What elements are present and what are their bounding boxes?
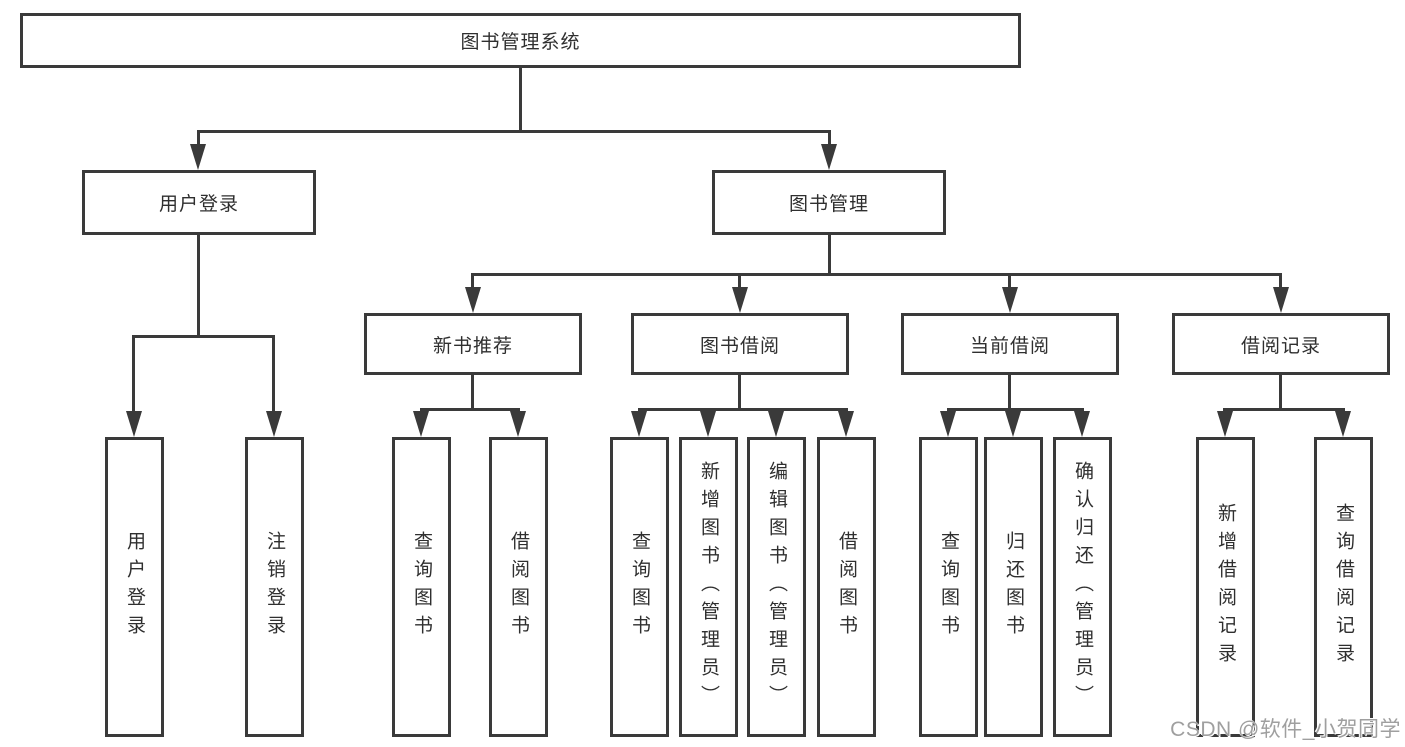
leaf-borrow-book-1-label: 借阅图书	[508, 531, 529, 643]
leaf-add-book-admin-label: 新增图书（管理员）	[698, 461, 719, 713]
arrow-down-icon	[768, 411, 784, 437]
arrow-down-icon	[413, 411, 429, 437]
node-book-management: 图书管理	[712, 170, 946, 235]
connector-drop-new-book-recommend	[471, 273, 474, 289]
leaf-query-book-1: 查询图书	[392, 437, 451, 737]
connector-book-management-stem	[828, 235, 831, 273]
leaf-user-login-label: 用户登录	[124, 531, 145, 643]
leaf-user-login: 用户登录	[105, 437, 164, 737]
leaf-query-book-3: 查询图书	[919, 437, 978, 737]
connector-current-borrow-stem	[1008, 375, 1011, 408]
node-root-label: 图书管理系统	[460, 32, 581, 53]
leaf-borrow-book-1: 借阅图书	[489, 437, 548, 737]
arrow-down-icon	[266, 411, 282, 437]
leaf-query-borrow-record-label: 查询借阅记录	[1333, 503, 1354, 671]
connector-new-book-stem	[471, 375, 474, 408]
leaf-borrow-book-2: 借阅图书	[817, 437, 876, 737]
node-book-borrow: 图书借阅	[631, 313, 849, 375]
leaf-query-book-3-label: 查询图书	[938, 531, 959, 643]
node-book-management-label: 图书管理	[788, 194, 869, 215]
connector-book-borrow-branch	[638, 408, 848, 411]
node-user-login: 用户登录	[82, 170, 316, 235]
connector-drop-book-management	[828, 130, 831, 146]
arrow-down-icon	[700, 411, 716, 437]
leaf-logout-label: 注销登录	[264, 531, 285, 643]
arrow-down-icon	[510, 411, 526, 437]
connector-book-borrow-stem	[738, 375, 741, 408]
connector-drop-current-borrow	[1008, 273, 1011, 289]
node-user-login-label: 用户登录	[158, 194, 239, 215]
connector-book-management-branch	[471, 273, 1282, 276]
leaf-borrow-book-2-label: 借阅图书	[836, 531, 857, 643]
node-new-book-recommend: 新书推荐	[364, 313, 582, 375]
leaf-add-book-admin: 新增图书（管理员）	[679, 437, 738, 737]
arrow-down-icon	[1273, 287, 1289, 313]
connector-user-login-branch	[132, 335, 275, 338]
arrow-down-icon	[1002, 287, 1018, 313]
connector-drop-user-login	[197, 130, 200, 146]
leaf-edit-book-admin-label: 编辑图书（管理员）	[766, 461, 787, 713]
connector-drop-borrow-record	[1279, 273, 1282, 289]
arrow-down-icon	[631, 411, 647, 437]
connector-user-login-stem	[197, 235, 200, 335]
connector-root-stem	[519, 68, 522, 130]
arrow-down-icon	[940, 411, 956, 437]
arrow-down-icon	[838, 411, 854, 437]
watermark: CSDN @软件_小贺同学	[1170, 718, 1401, 741]
node-current-borrow-label: 当前借阅	[969, 335, 1050, 357]
leaf-return-book: 归还图书	[984, 437, 1043, 737]
connector-borrow-record-branch	[1223, 408, 1345, 411]
connector-current-borrow-branch	[947, 408, 1084, 411]
arrow-down-icon	[1005, 411, 1021, 437]
leaf-query-book-2-label: 查询图书	[629, 531, 650, 643]
arrow-down-icon	[190, 144, 206, 170]
leaf-add-borrow-record-label: 新增借阅记录	[1215, 503, 1236, 671]
arrow-down-icon	[465, 287, 481, 313]
node-current-borrow: 当前借阅	[901, 313, 1119, 375]
arrow-down-icon	[732, 287, 748, 313]
connector-drop-book-borrow	[738, 273, 741, 289]
connector-new-book-branch	[420, 408, 520, 411]
node-root-system: 图书管理系统	[20, 13, 1021, 68]
connector-drop-leaf-logout	[272, 335, 275, 415]
connector-drop-leaf-user-login	[132, 335, 135, 415]
leaf-query-book-2: 查询图书	[610, 437, 669, 737]
connector-root-branch	[197, 130, 831, 133]
connector-borrow-record-stem	[1279, 375, 1282, 408]
arrow-down-icon	[1074, 411, 1090, 437]
arrow-down-icon	[821, 144, 837, 170]
node-new-book-recommend-label: 新书推荐	[432, 335, 513, 357]
arrow-down-icon	[1335, 411, 1351, 437]
node-borrow-record-label: 借阅记录	[1240, 335, 1321, 357]
node-borrow-record: 借阅记录	[1172, 313, 1390, 375]
leaf-add-borrow-record: 新增借阅记录	[1196, 437, 1255, 737]
arrow-down-icon	[126, 411, 142, 437]
node-book-borrow-label: 图书借阅	[699, 335, 780, 357]
leaf-logout: 注销登录	[245, 437, 304, 737]
leaf-query-book-1-label: 查询图书	[411, 531, 432, 643]
leaf-confirm-return-admin-label: 确认归还（管理员）	[1072, 461, 1093, 713]
arrow-down-icon	[1217, 411, 1233, 437]
leaf-edit-book-admin: 编辑图书（管理员）	[747, 437, 806, 737]
leaf-confirm-return-admin: 确认归还（管理员）	[1053, 437, 1112, 737]
leaf-return-book-label: 归还图书	[1003, 531, 1024, 643]
leaf-query-borrow-record: 查询借阅记录	[1314, 437, 1373, 737]
